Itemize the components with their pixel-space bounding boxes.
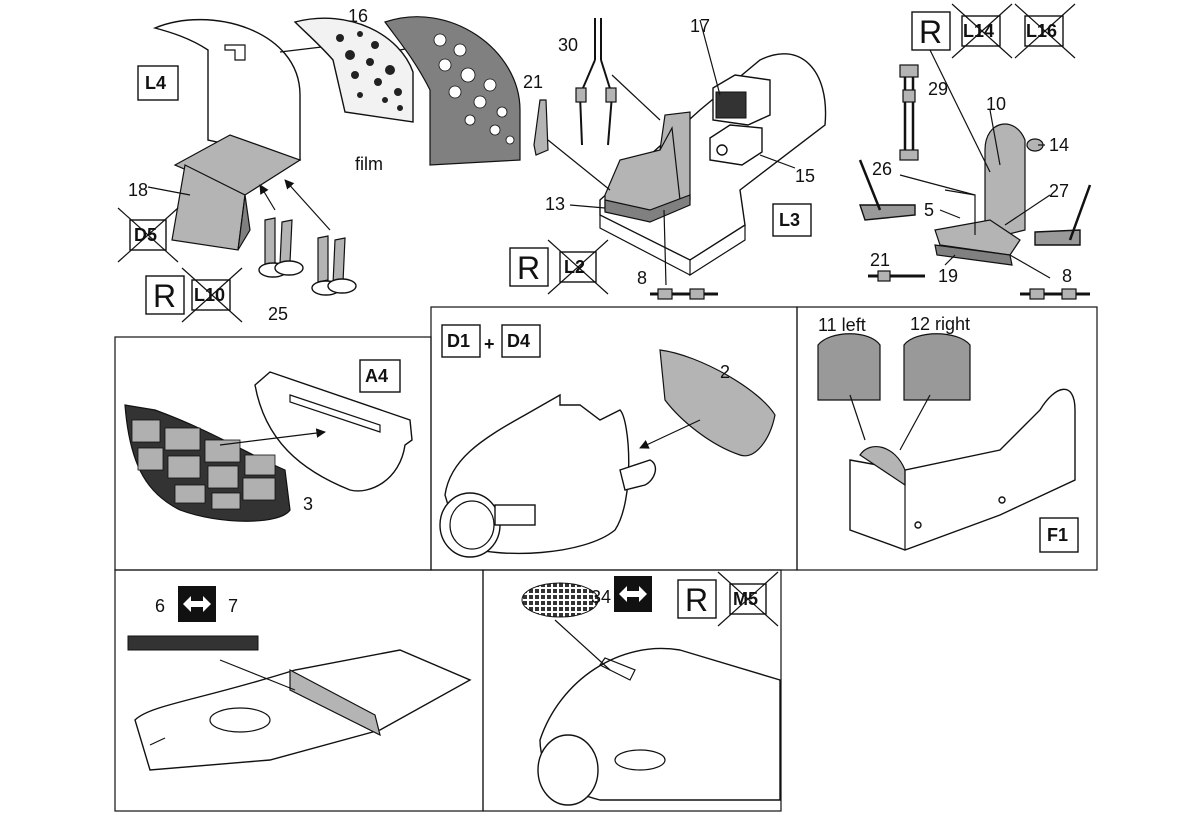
r-marker-2: R [517,250,540,286]
fuselage-step [439,349,776,558]
callout-8b: 8 [1062,266,1072,286]
box-f1: F1 [1047,525,1068,545]
seat-10-step [858,49,1092,300]
box-l4: L4 [145,73,166,93]
lever-21 [533,99,549,156]
callout-25: 25 [268,304,288,324]
seat-pan [934,219,1021,256]
crossed-l14: L14 [963,21,994,41]
cockpit-floor-step [817,333,1076,551]
callout-26: 26 [872,159,892,179]
panel-34-frame [482,569,782,812]
r-marker-4: R [685,582,708,618]
box-d4: D4 [507,331,530,351]
crossed-out-parts: D5 L10 L2 L14 L16 M5 [117,3,1076,627]
callout-14: 14 [1049,135,1069,155]
callout-21b: 21 [870,250,890,270]
canopy-a4 [254,371,413,492]
callout-21: 21 [523,72,543,92]
crossed-m5: M5 [733,589,758,609]
bend-symbol-icon [178,576,652,622]
instrument-film-16 [293,17,414,123]
r-marker-3: R [153,278,176,314]
seatbelt-30 [575,18,617,146]
callout-7: 7 [228,596,238,616]
callout-17: 17 [690,16,710,36]
seat-back-10 [984,123,1026,241]
belt-8b [1020,288,1090,300]
callout-labels: 16 30 17 21 15 13 8 18 25 29 10 14 26 27… [128,6,1072,616]
lever-21b [868,270,925,282]
callout-13: 13 [545,194,565,214]
seatbelts-25 [258,217,357,296]
cockpit-side-2 [659,349,776,457]
seat-mount-12 [903,333,971,401]
seat-mount-11 [817,333,881,401]
boxed-labels: L4 L3 A4 D1 D4 F1 [137,65,1079,553]
callout-8a: 8 [637,268,647,288]
box-l3: L3 [779,210,800,230]
callout-6: 6 [155,596,165,616]
callout-27: 27 [1049,181,1069,201]
crossed-d5: D5 [134,225,157,245]
callout-19: 19 [938,266,958,286]
seat-assembly-step [533,18,827,300]
callout-3: 3 [303,494,313,514]
canopy-frame-step [124,371,413,522]
callout-29: 29 [928,79,948,99]
wing-root-step [127,635,472,771]
nose-step [521,582,781,806]
remove-markers: R R R R [145,11,951,619]
callout-18: 18 [128,180,148,200]
panel-bulkhead [152,18,301,161]
dials-film [336,31,403,111]
instrument-panel-step [147,16,521,296]
film-label: film [355,154,383,174]
callout-30: 30 [558,35,578,55]
callout-10: 10 [986,94,1006,114]
callout-34: 34 [591,587,611,607]
belt-8a [650,288,718,300]
label-12-right: 12 right [910,314,970,334]
callout-15: 15 [795,166,815,186]
box-a4: A4 [365,366,388,386]
label-11-left: 11 left [818,315,866,335]
crossed-l2: L2 [564,257,585,277]
box-d1: D1 [447,331,470,351]
callout-2: 2 [720,362,730,382]
plus-sign: + [484,334,495,354]
callout-5: 5 [924,200,934,220]
r-marker-1: R [919,14,942,50]
panel-f1-frame [796,306,1098,571]
crossed-l16: L16 [1026,21,1057,41]
callout-16: 16 [348,6,368,26]
floor-f1 [849,388,1076,551]
seatbelt-29 [899,64,919,161]
